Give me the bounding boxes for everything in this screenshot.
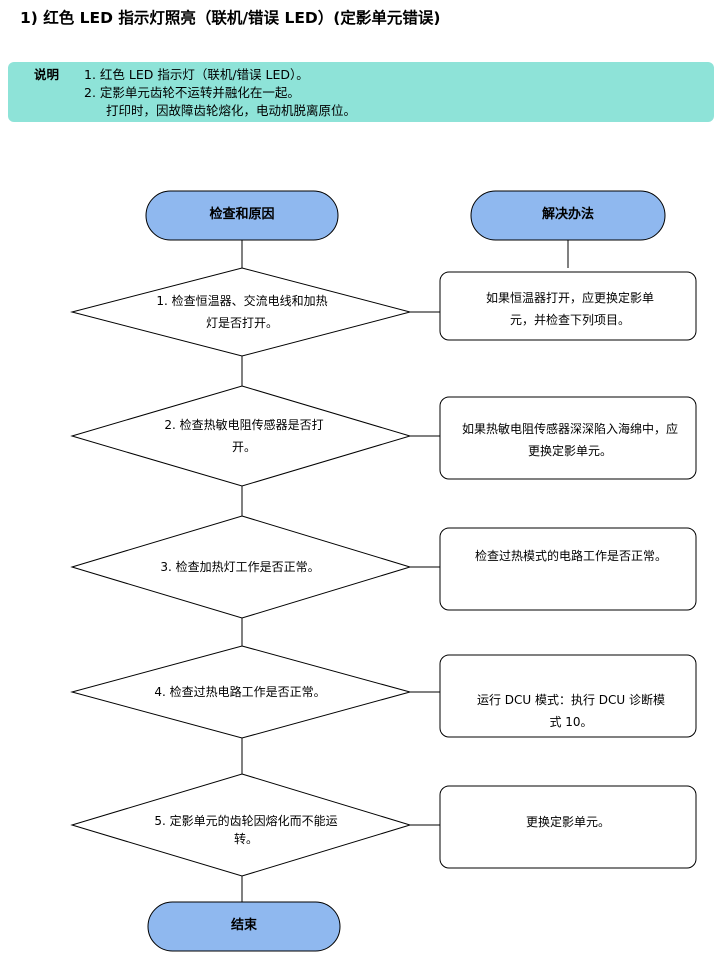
step-2-solution-text: 如果热敏电阻传感器深深陷入海绵中，应更换定影单元。 bbox=[462, 422, 679, 458]
step-1-solution-text: 如果恒温器打开，应更换定影单元，并检查下列项目。 bbox=[485, 291, 654, 327]
solution-box-4 bbox=[439, 654, 697, 738]
start-label: 检查和原因 bbox=[209, 207, 275, 222]
note-box: 说明 1. 红色 LED 指示灯（联机/错误 LED）。 2. 定影单元齿轮不运… bbox=[8, 62, 714, 122]
solution-box-3 bbox=[439, 527, 697, 611]
step-2-check-text: 2. 检查热敏电阻传感器是否打开。 bbox=[164, 418, 324, 454]
decision-step-4 bbox=[70, 645, 412, 739]
decision-step-5 bbox=[70, 773, 412, 877]
step-5-solution-text: 更换定影单元。 bbox=[525, 815, 610, 829]
step-4-check-text: 4. 检查过热电路工作是否正常。 bbox=[154, 685, 326, 699]
page-title: 1) 红色 LED 指示灯照亮（联机/错误 LED）(定影单元错误) bbox=[20, 9, 441, 27]
step-3-solution-text: 检查过热模式的电路工作是否正常。 bbox=[474, 549, 667, 563]
step-3-check-text: 3. 检查加热灯工作是否正常。 bbox=[160, 560, 320, 574]
solution-box-1 bbox=[439, 271, 697, 341]
decision-step-3 bbox=[70, 515, 412, 619]
end-label: 结束 bbox=[230, 918, 257, 933]
decision-step-1 bbox=[70, 267, 412, 357]
note-line-2: 2. 定影单元齿轮不运转并融化在一起。 bbox=[84, 85, 300, 100]
solution-header-terminator bbox=[470, 190, 666, 241]
solution-header-label: 解决办法 bbox=[541, 207, 594, 222]
step-1-check-text: 1. 检查恒温器、交流电线和加热灯是否打开。 bbox=[156, 294, 328, 330]
decision-step-2 bbox=[70, 385, 412, 487]
solution-box-5 bbox=[439, 785, 697, 869]
solution-box-2 bbox=[439, 396, 697, 480]
start-terminator bbox=[145, 190, 339, 241]
note-line-3: 打印时，因故障齿轮熔化，电动机脱离原位。 bbox=[106, 103, 357, 118]
step-4-solution-text: 运行 DCU 模式：执行 DCU 诊断模式 10。 bbox=[476, 693, 666, 729]
note-line-1: 1. 红色 LED 指示灯（联机/错误 LED）。 bbox=[84, 67, 309, 82]
end-terminator bbox=[147, 901, 341, 952]
note-label: 说明 bbox=[34, 67, 60, 82]
step-5-check-text: 5. 定影单元的齿轮因熔化而不能运转。 bbox=[154, 814, 338, 846]
